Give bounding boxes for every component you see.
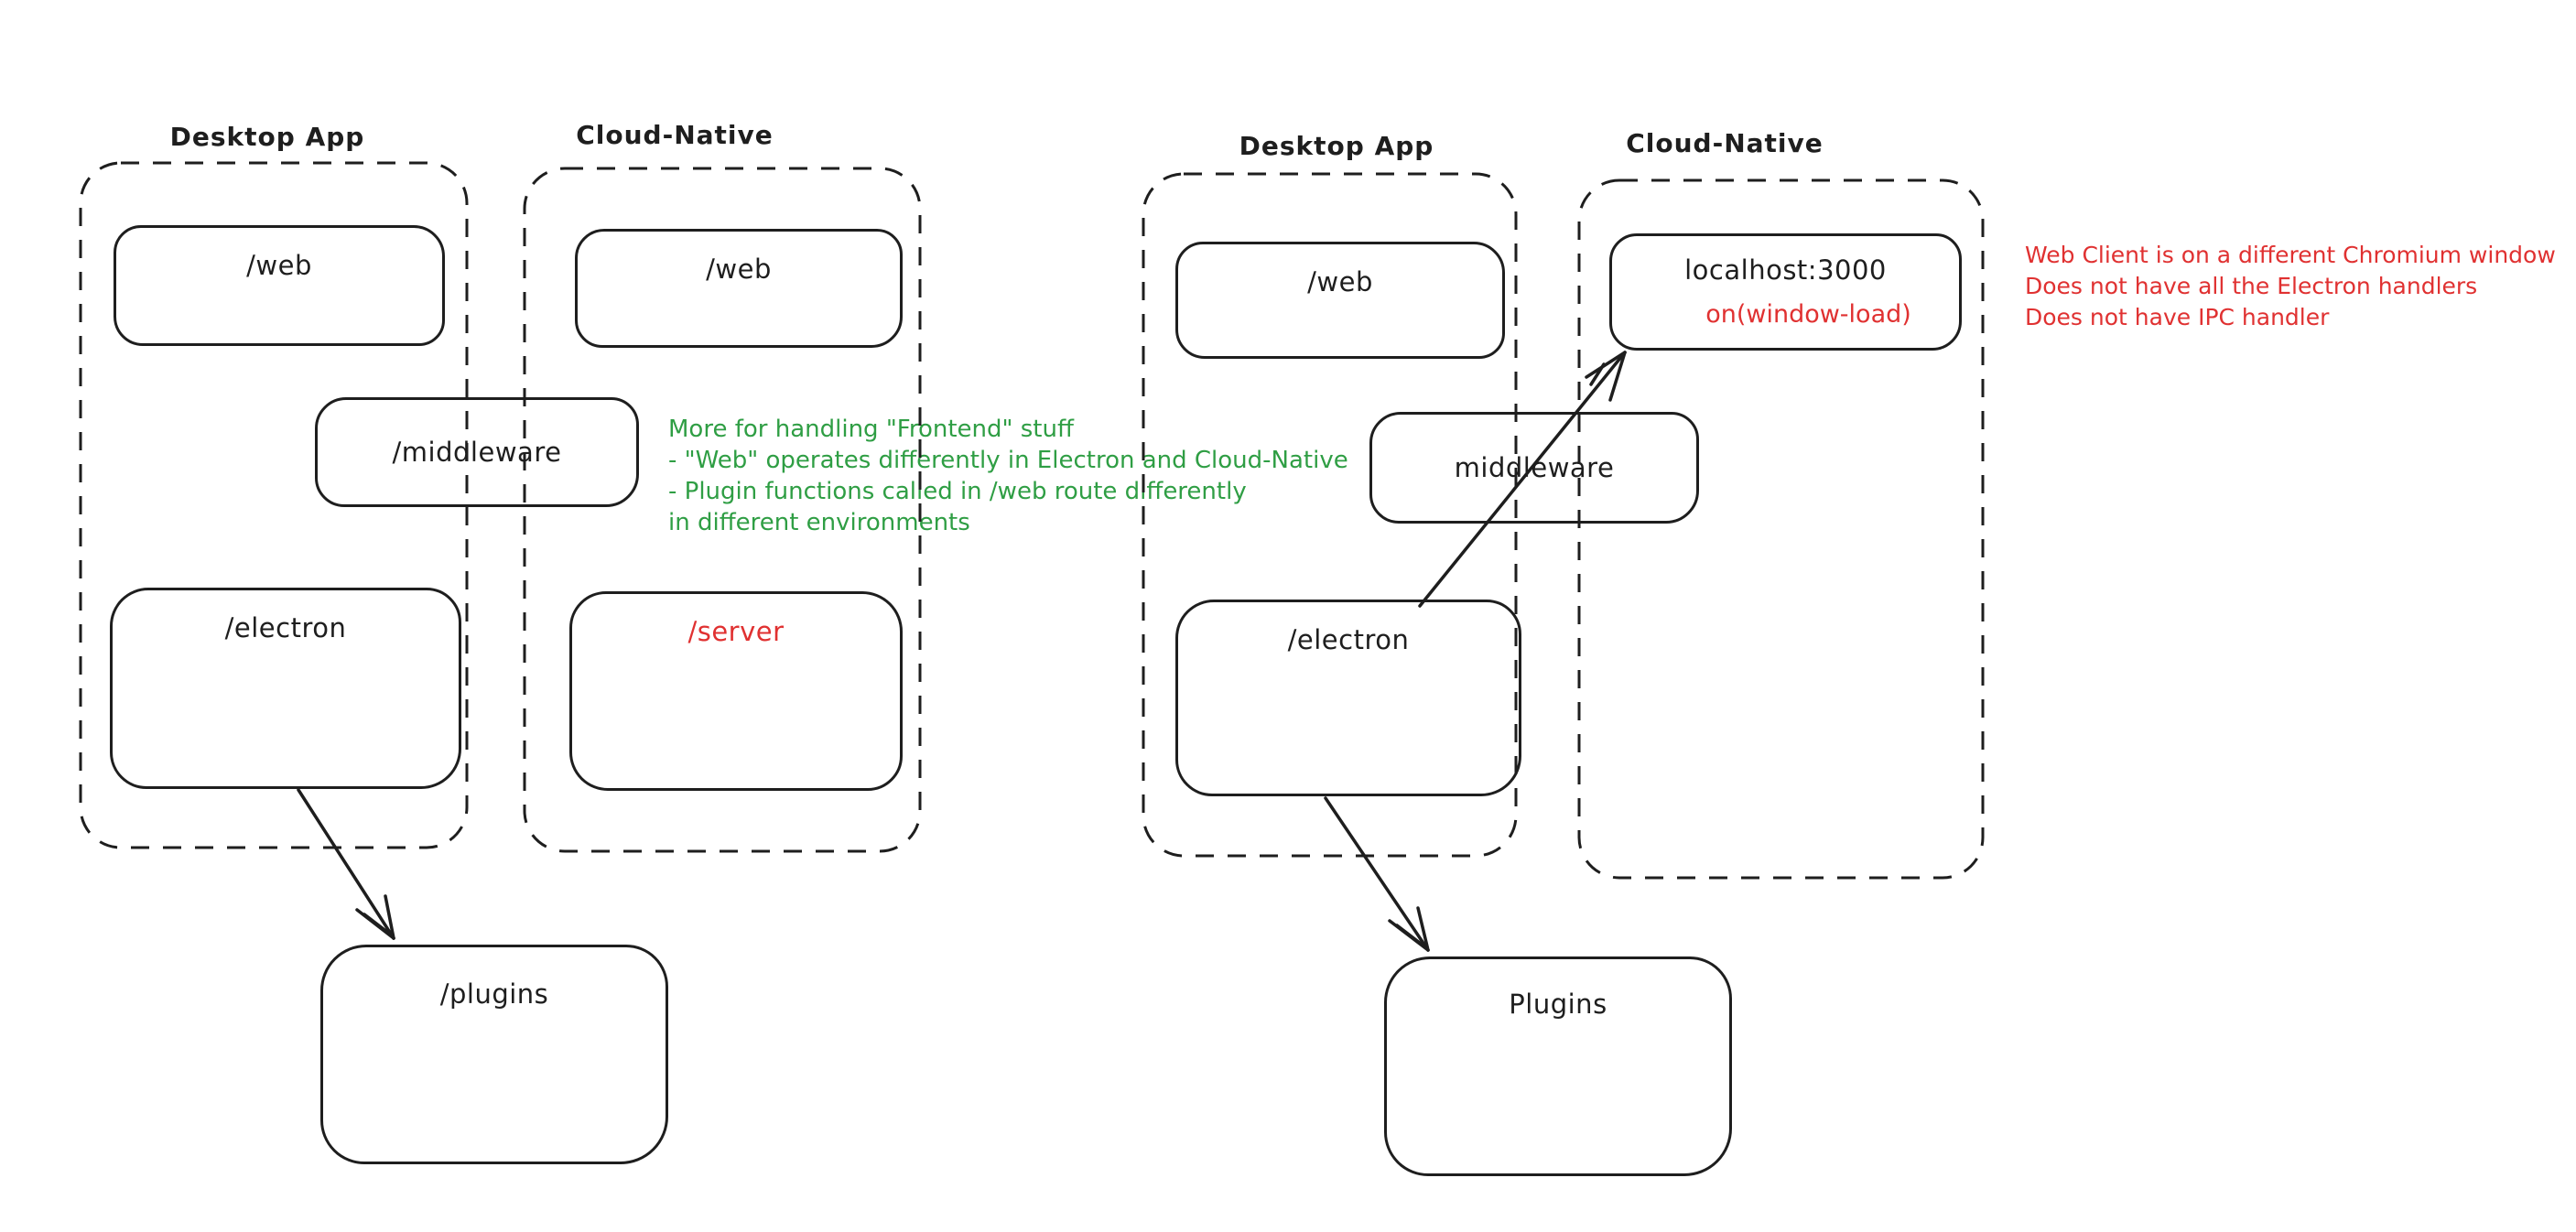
left-middleware-box[interactable]: /middleware xyxy=(315,397,639,507)
arrow-wing xyxy=(1416,906,1430,952)
localhost-label: localhost:3000 xyxy=(1684,254,1887,286)
right-electron-box[interactable]: /electron xyxy=(1175,600,1521,796)
green-note-line-4: in different environments xyxy=(668,509,970,536)
green-note-line-3: - Plugin functions called in /web route … xyxy=(668,478,1247,505)
left-cloud-web-box[interactable]: /web xyxy=(575,229,903,348)
right-desktop-app-title[interactable]: Desktop App xyxy=(1239,131,1434,161)
left-middleware-label: /middleware xyxy=(392,437,562,468)
arrow-wing xyxy=(355,908,395,940)
left-desktop-app-title[interactable]: Desktop App xyxy=(169,122,365,152)
on-window-load-label: on(window-load) xyxy=(1705,300,1911,329)
left-desktop-web-box[interactable]: /web xyxy=(114,225,445,346)
left-plugins-label: /plugins xyxy=(439,978,549,1010)
red-note-line-3: Does not have IPC handler xyxy=(2025,304,2330,330)
left-server-label: /server xyxy=(687,616,785,647)
right-plugins-box[interactable]: Plugins xyxy=(1384,956,1732,1176)
arrow-sketch-stroke xyxy=(363,913,394,937)
left-desktop-web-label: /web xyxy=(246,250,312,281)
right-plugins-label: Plugins xyxy=(1509,989,1607,1020)
right-desktop-web-label: /web xyxy=(1307,266,1373,297)
arrow-wing xyxy=(384,894,395,940)
localhost-box[interactable]: localhost:3000 on(window-load) xyxy=(1609,233,1962,351)
arrow-wing xyxy=(1388,919,1430,952)
arrow-shaft xyxy=(297,788,395,940)
right-cloud-native-title[interactable]: Cloud-Native xyxy=(1626,128,1824,158)
green-note-line-2: - "Web" operates differently in Electron… xyxy=(668,447,1348,474)
red-note-line-2: Does not have all the Electron handlers xyxy=(2025,273,2478,299)
left-server-box[interactable]: /server xyxy=(569,591,903,791)
right-middleware-box[interactable]: middleware xyxy=(1369,412,1699,524)
green-note-line-1: More for handling "Frontend" stuff xyxy=(668,416,1074,443)
left-electron-label: /electron xyxy=(224,612,347,643)
arrow-sketch-stroke xyxy=(1589,362,1606,386)
arrow-sketch-stroke xyxy=(1395,924,1426,948)
left-cloud-web-label: /web xyxy=(706,254,772,285)
right-electron-label: /electron xyxy=(1287,624,1410,655)
left-cloud-native-title[interactable]: Cloud-Native xyxy=(576,120,774,150)
red-note[interactable]: Web Client is on a different Chromium wi… xyxy=(2025,240,2556,333)
arrow-wing xyxy=(1585,351,1627,379)
arrow-wing xyxy=(1608,351,1627,402)
arrow-left-electron-to-plugins[interactable] xyxy=(297,788,395,940)
left-plugins-box[interactable]: /plugins xyxy=(320,945,668,1164)
arrow-right-electron-to-plugins[interactable] xyxy=(1324,796,1430,952)
green-note[interactable]: More for handling "Frontend" stuff - "We… xyxy=(668,414,1348,538)
right-middleware-label: middleware xyxy=(1454,452,1615,483)
right-desktop-web-box[interactable]: /web xyxy=(1175,242,1505,359)
arrow-shaft xyxy=(1324,796,1430,952)
red-note-line-1: Web Client is on a different Chromium wi… xyxy=(2025,242,2556,268)
left-electron-box[interactable]: /electron xyxy=(110,588,461,789)
